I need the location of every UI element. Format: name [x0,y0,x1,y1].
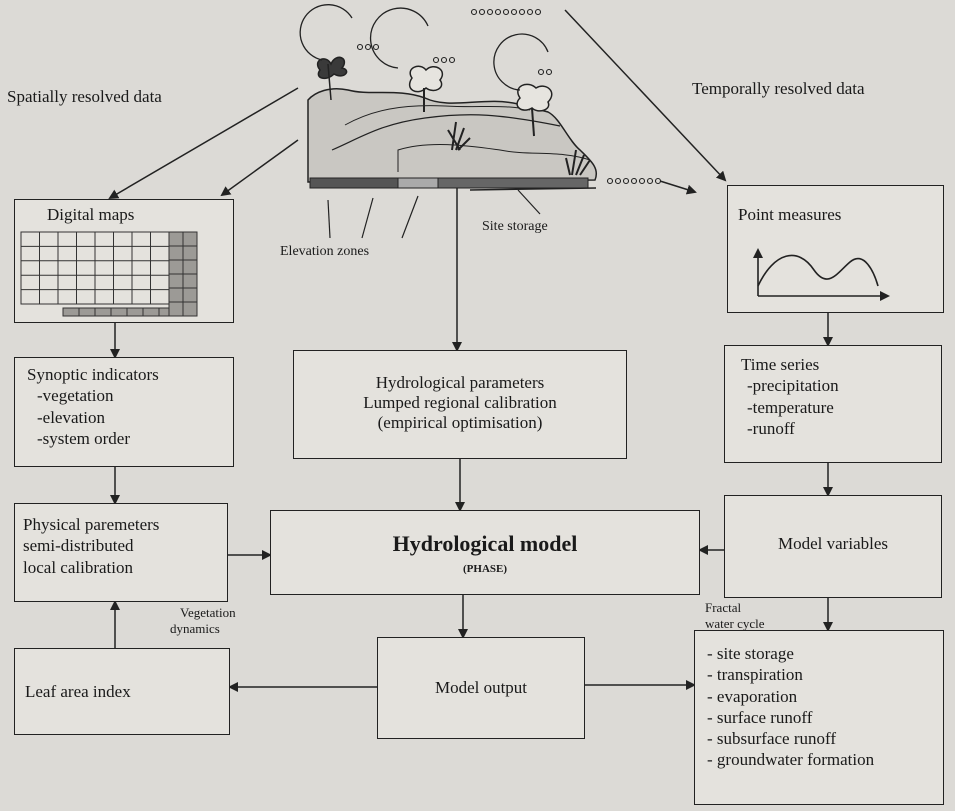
leaf-area-index-label: Leaf area index [25,682,131,701]
list-item: - surface runoff [707,707,813,727]
list-item: - subsurface runoff [707,729,837,748]
list-item: - transpiration [707,665,803,685]
tree-shapes [316,56,591,176]
physical-parameters-box: Physical paremeters semi-distributed loc… [14,503,228,602]
synoptic-indicators-box: Synoptic indicators -vegetation -elevati… [14,357,234,467]
model-variables-box: Model variables [724,495,942,598]
hydrological-model-title: Hydrological model [392,531,578,556]
hydrological-parameters-box: Hydrological parameters Lumped regional … [293,350,627,459]
point-measures-sketch [753,248,890,301]
list-item: - site storage [707,644,794,663]
time-series-text: Time series -precipitation -temperature … [741,355,839,438]
site-storage-label: Site storage [482,219,548,234]
hydrological-parameters-text: Hydrological parameters Lumped regional … [363,373,557,432]
arrow-to-spatial [108,87,299,200]
model-output-box: Model output [377,637,585,739]
time-series-box: Time series -precipitation -temperature … [724,345,942,463]
model-output-label: Model output [434,678,528,697]
map-grid [20,231,198,317]
model-variables-label: Model variables [778,534,888,553]
water-cycle-circles [299,4,549,91]
vegetation-dynamics-annotation: Vegetation dynamics [170,605,236,637]
spatial-data-heading: Spatially resolved data [7,87,162,106]
point-measures-label: Point measures [738,205,842,224]
flow-arrows [108,9,833,692]
temporal-data-heading: Temporally resolved data [692,79,865,98]
digital-maps-label: Digital maps [47,205,135,224]
leaf-area-index-box: Leaf area index [14,648,230,735]
rain-drops [356,8,662,185]
list-item: - groundwater formation [707,750,875,770]
landscape-illustration [299,4,662,239]
output-components-list: - site storage - transpiration - evapora… [707,643,874,771]
physical-parameters-text: Physical paremeters semi-distributed loc… [23,515,160,577]
fractal-water-cycle-annotation: Fractal water cycle [705,600,765,632]
list-item: - evaporation [707,686,798,706]
output-components-box: - site storage - transpiration - evapora… [694,630,944,805]
point-measures-box: Point measures [727,185,944,313]
hydrological-model-subtitle: (PHASE) [463,563,507,575]
synoptic-indicators-text: Synoptic indicators -vegetation -elevati… [27,365,159,448]
arrow-to-temporal [564,9,727,182]
elevation-strip-dark [309,177,399,189]
hydrological-model-box: Hydrological model (PHASE) [270,510,700,595]
digital-maps-box: Digital maps [14,199,234,323]
elevation-zones-label: Elevation zones [280,244,370,259]
